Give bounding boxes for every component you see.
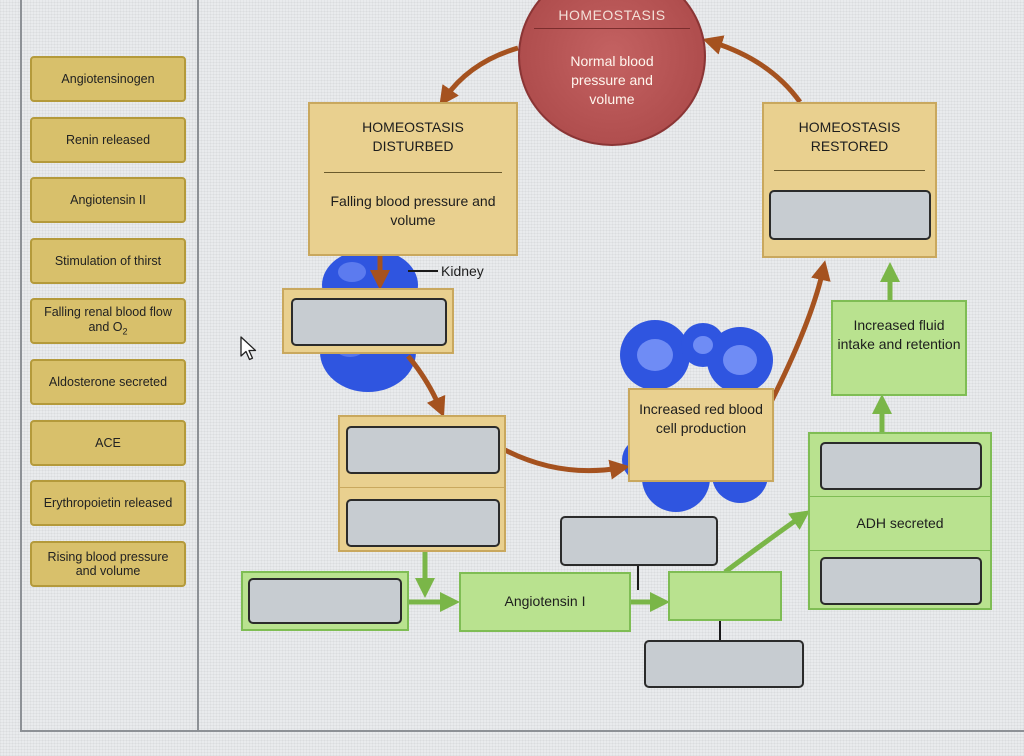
angiotensin-ii-target-box <box>668 571 782 621</box>
homeostasis-title: HOMEOSTASIS <box>558 7 666 23</box>
drop-zone-adh-upper[interactable] <box>820 442 982 490</box>
disturbed-text: Falling blood pressure and volume <box>330 193 496 228</box>
arrow-homeostasis-to-disturbed <box>439 45 519 107</box>
rbc-production-text: Increased red blood cell production <box>639 401 763 436</box>
label-stimulation-of-thirst[interactable]: Stimulation of thirst <box>30 238 186 284</box>
drop-zone-floating-lower[interactable] <box>644 640 804 688</box>
arrow-kidney-to-stage2 <box>406 354 446 418</box>
label-ace[interactable]: ACE <box>30 420 186 466</box>
label-rising-blood-pressure[interactable]: Rising blood pressure and volume <box>30 541 186 587</box>
stage-two-box <box>338 415 506 552</box>
disturbed-divider <box>324 172 502 173</box>
label-falling-renal-blood-flow[interactable]: Falling renal blood flow and O2 <box>30 298 186 344</box>
homeostasis-divider <box>534 28 690 29</box>
angiotensin-i-text: Angiotensin I <box>504 593 586 609</box>
mouse-cursor-icon <box>240 336 257 361</box>
disturbed-title: HOMEOSTASIS DISTURBED <box>362 119 464 154</box>
divider-line <box>197 0 199 732</box>
label-angiotensin-ii[interactable]: Angiotensin II <box>30 177 186 223</box>
homeostasis-circle: HOMEOSTASIS Normal blood pressure and vo… <box>518 0 706 146</box>
kidney-stage-box <box>282 288 454 354</box>
adh-group-box: ADH secreted <box>808 432 992 610</box>
bottom-frame-line <box>20 730 1024 732</box>
fluid-intake-box: Increased fluid intake and retention <box>831 300 967 396</box>
drop-zone-restored[interactable] <box>769 190 931 240</box>
adh-lower-divider <box>810 550 990 551</box>
angiotensin-i-box: Angiotensin I <box>459 572 631 632</box>
arrow-restored-to-homeostasis <box>702 35 803 104</box>
drop-zone-adh-lower[interactable] <box>820 557 982 605</box>
rbc-production-box: Increased red blood cell production <box>628 388 774 482</box>
label-aldosterone-secreted[interactable]: Aldosterone secreted <box>30 359 186 405</box>
stage-two-divider <box>340 487 504 488</box>
drop-zone-kidney-stage[interactable] <box>291 298 447 346</box>
bottom-left-box <box>241 571 409 631</box>
restored-divider <box>774 170 925 171</box>
fluid-intake-text: Increased fluid intake and retention <box>837 317 961 352</box>
adh-secreted-text: ADH secreted <box>856 515 944 531</box>
arrow-rbc-to-restored <box>769 260 831 402</box>
label-erythropoietin-released[interactable]: Erythropoietin released <box>30 480 186 526</box>
drop-zone-bottom-left[interactable] <box>248 578 402 624</box>
label-renin-released[interactable]: Renin released <box>30 117 186 163</box>
drop-zone-stage-two-upper[interactable] <box>346 426 500 474</box>
homeostasis-restored-box: HOMEOSTASIS RESTORED <box>762 102 937 258</box>
label-angiotensinogen[interactable]: Angiotensinogen <box>30 56 186 102</box>
arrow-to-adh-group <box>723 510 811 575</box>
kidney-label: Kidney <box>441 263 484 279</box>
homeostasis-text: Normal blood pressure and volume <box>570 53 654 107</box>
left-frame-line <box>20 0 22 732</box>
arrow-to-rbc-production <box>503 447 630 480</box>
restored-title: HOMEOSTASIS RESTORED <box>798 119 901 154</box>
drop-zone-stage-two-lower[interactable] <box>346 499 500 547</box>
homeostasis-disturbed-box: HOMEOSTASIS DISTURBED Falling blood pres… <box>308 102 518 256</box>
drop-zone-floating-upper[interactable] <box>560 516 718 566</box>
adh-upper-divider <box>810 496 990 497</box>
